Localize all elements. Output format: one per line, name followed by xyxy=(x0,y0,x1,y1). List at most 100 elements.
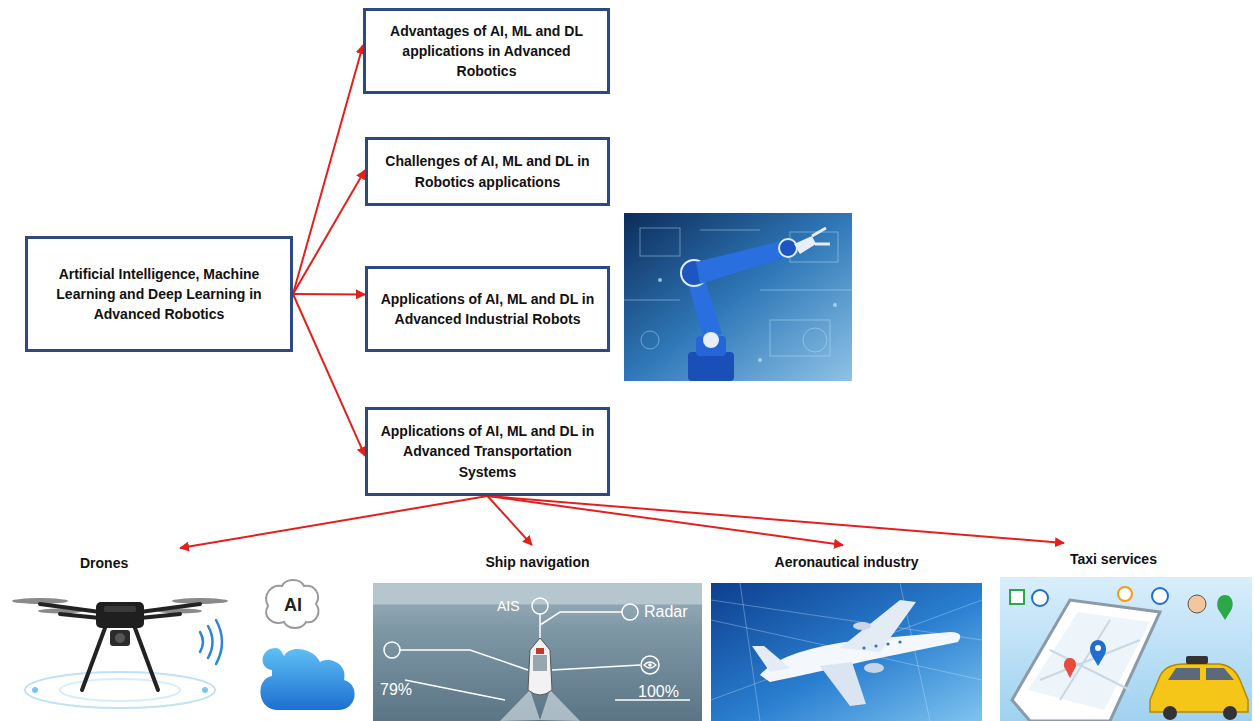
illustration-part xyxy=(1010,590,1024,604)
illustration-part xyxy=(779,239,797,257)
illustration-part xyxy=(1090,640,1106,666)
panel-heading: Ship navigation xyxy=(373,554,702,570)
illustration-part xyxy=(216,620,222,664)
illustration-part xyxy=(1150,664,1248,712)
topic-text: Artificial Intelligence, Machine Learnin… xyxy=(38,264,280,325)
image-label: AI xyxy=(284,596,302,614)
drone-picture xyxy=(12,598,228,708)
panel-heading: Drones xyxy=(80,555,128,571)
illustration-part xyxy=(648,663,652,667)
illustration-part xyxy=(688,352,734,381)
illustration-part xyxy=(552,665,640,670)
illustration-part xyxy=(1163,706,1177,720)
illustration-part xyxy=(38,609,82,614)
illustration-part xyxy=(1064,658,1076,678)
panel-heading: Aeronautical industry xyxy=(711,554,982,570)
arrow-connector xyxy=(293,293,365,295)
illustration-part xyxy=(864,663,884,673)
illustration-part xyxy=(833,303,837,307)
illustration-part xyxy=(400,650,528,670)
illustration-part xyxy=(539,614,541,638)
taxi-panel: Taxi services xyxy=(1000,543,1252,721)
illustration-part xyxy=(1186,656,1208,664)
illustration-part xyxy=(536,648,544,654)
illustration-part xyxy=(384,642,400,658)
illustration-part xyxy=(624,300,680,301)
ship-picture xyxy=(373,583,702,721)
illustration-part xyxy=(1152,588,1168,604)
illustration-part xyxy=(1206,668,1234,680)
illustration-part xyxy=(200,632,203,652)
illustration-part xyxy=(1223,706,1237,720)
illustration-part xyxy=(208,626,213,658)
ai-cloud-icons xyxy=(260,580,354,710)
illustration-part xyxy=(202,687,208,693)
illustration-part xyxy=(384,598,690,700)
illustration-part xyxy=(12,598,228,614)
illustration-part xyxy=(532,598,548,614)
illustration-part xyxy=(794,236,816,254)
topic-text: Applications of AI, ML and DL in Advance… xyxy=(378,421,597,482)
illustration-part xyxy=(711,583,982,721)
topic-box: Applications of AI, ML and DL in Advance… xyxy=(365,266,610,352)
illustration-part xyxy=(1012,600,1160,721)
illustration-part xyxy=(135,628,158,690)
illustration-part xyxy=(540,690,580,721)
illustration-part xyxy=(840,600,916,652)
illustration-part xyxy=(373,583,702,605)
image-label: 79% xyxy=(380,682,412,698)
illustration-part xyxy=(528,638,552,695)
airplane-picture xyxy=(711,583,982,721)
topic-box: Advantages of AI, ML and DL applications… xyxy=(363,8,610,95)
illustration-part xyxy=(696,240,790,284)
aero-panel: Aeronautical industry xyxy=(711,545,982,721)
illustration-part xyxy=(703,332,719,348)
illustration-part xyxy=(641,331,659,349)
topic-box: Challenges of AI, ML and DL in Robotics … xyxy=(365,137,610,206)
illustration-part xyxy=(758,358,762,362)
illustration-part xyxy=(373,583,702,721)
illustration-part xyxy=(752,646,790,672)
illustration-part xyxy=(172,598,228,604)
illustration-part xyxy=(862,640,901,649)
illustration-part xyxy=(533,655,547,671)
illustration-part xyxy=(624,228,852,356)
root-topic-box: Artificial Intelligence, Machine Learnin… xyxy=(25,236,293,352)
illustration-part xyxy=(260,648,354,710)
illustration-part xyxy=(110,630,130,646)
illustration-part xyxy=(760,290,852,291)
illustration-part xyxy=(812,228,830,244)
illustration-part xyxy=(1217,595,1232,620)
illustration-part xyxy=(700,230,760,231)
drones-panel: Drones xyxy=(10,548,238,716)
topic-box: Applications of AI, ML and DL in Advance… xyxy=(365,407,610,496)
illustration-part xyxy=(158,609,202,614)
illustration-part xyxy=(60,679,180,701)
illustration-part xyxy=(266,580,318,628)
arrow-connector xyxy=(488,496,532,545)
illustration-part xyxy=(1032,590,1048,606)
illustration-part xyxy=(1095,645,1101,651)
illustration-part xyxy=(803,328,827,352)
topic-text: Challenges of AI, ML and DL in Robotics … xyxy=(378,151,597,192)
illustration-part xyxy=(862,646,865,649)
panel-heading: Taxi services xyxy=(1070,551,1157,567)
illustration-part xyxy=(12,598,68,604)
illustration-part xyxy=(711,583,982,721)
illustration-part xyxy=(853,622,871,630)
illustration-part xyxy=(658,278,662,282)
illustration-part xyxy=(622,604,638,620)
illustration-part xyxy=(500,690,540,721)
arrow-connector xyxy=(488,496,1065,543)
illustration-part xyxy=(644,662,656,668)
illustration-part xyxy=(82,628,105,690)
image-label: Radar xyxy=(644,604,688,620)
illustration-part xyxy=(405,680,505,700)
illustration-part xyxy=(1028,612,1150,710)
illustration-part xyxy=(200,620,222,664)
illustration-part xyxy=(1118,587,1132,601)
illustration-part xyxy=(115,633,125,643)
illustration-part xyxy=(820,662,866,706)
